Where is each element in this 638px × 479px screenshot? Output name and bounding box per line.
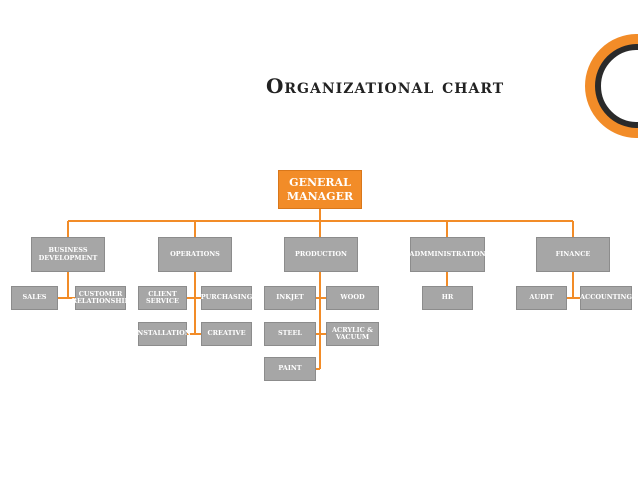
unit-audit: AUDIT: [516, 286, 567, 310]
unit-creative: CREATIVE: [201, 322, 252, 346]
unit-inkjet: INKJET: [264, 286, 316, 310]
dept-administration: ADMMINISTRATION: [409, 237, 486, 272]
page-title: Organizational chart: [266, 74, 505, 98]
unit-accounting: ACCOUNTING: [580, 286, 632, 310]
dept-business-development: BUSINESS DEVELOPMENT: [31, 237, 105, 272]
unit-sales: SALES: [11, 286, 58, 310]
unit-purchasing: PURCHASING: [201, 286, 252, 310]
unit-acrylic-vacuum: ACRYLIC & VACUUM: [326, 322, 379, 346]
unit-client-service: CLIENT SERVICE: [138, 286, 187, 310]
unit-steel: STEEL: [264, 322, 316, 346]
general-manager-box: GENERAL MANAGER: [278, 170, 362, 209]
unit-customer-relationship: CUSTOMER RELATIONSHIP: [72, 286, 129, 310]
dept-production: PRODUCTION: [284, 237, 358, 272]
dept-operations: OPERATIONS: [158, 237, 232, 272]
unit-installation: INSTALLATION: [134, 322, 191, 346]
unit-paint: PAINT: [264, 357, 316, 381]
unit-hr: HR: [422, 286, 473, 310]
dept-finance: FINANCE: [536, 237, 610, 272]
unit-wood: WOOD: [326, 286, 379, 310]
